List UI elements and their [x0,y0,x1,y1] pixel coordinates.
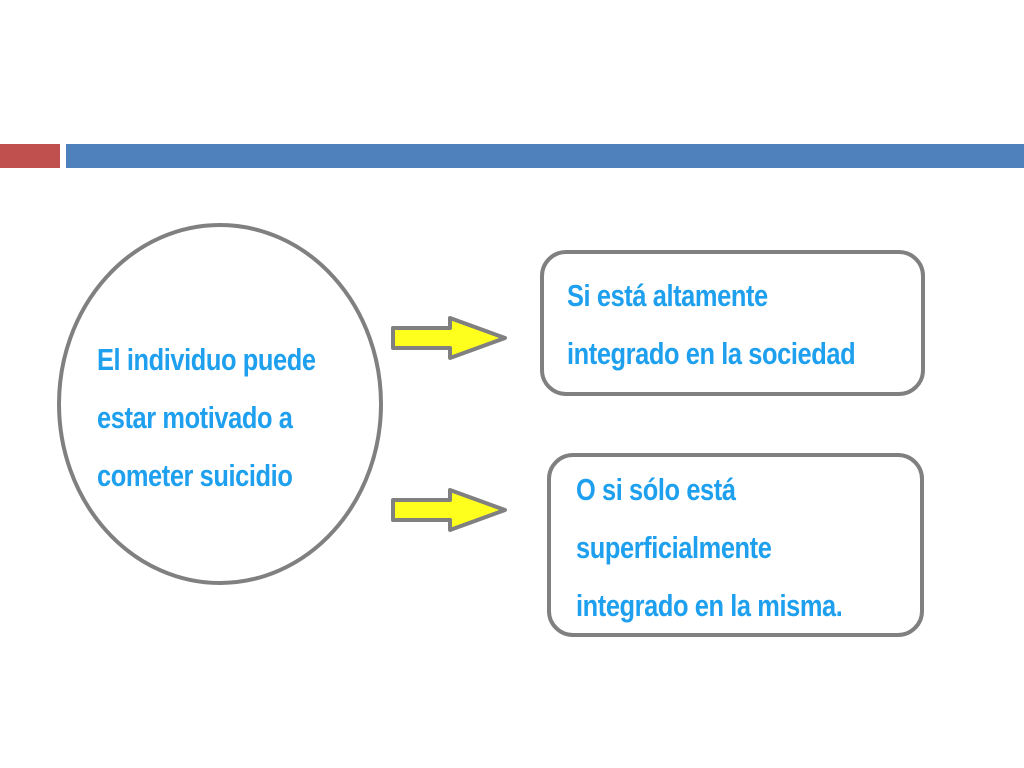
outcome-2-line: superficialmente [576,530,772,565]
source-line: estar motivado a [97,400,293,435]
outcome-1-line: integrado en la sociedad [567,336,856,371]
outcome-1-line: Si está altamente [567,278,768,313]
outcome-2-text: O si sólo está superficialmente integrad… [576,461,843,635]
source-line: cometer suicidio [97,458,293,493]
source-circle [57,223,383,585]
source-line: El individuo puede [97,342,316,377]
source-text: El individuo puede estar motivado a come… [97,331,316,505]
arrow-to-outcome-1 [391,316,507,360]
arrow-to-outcome-2 [391,488,507,532]
outcome-box-2 [547,453,924,637]
outcome-1-text: Si está altamente integrado en la socied… [567,267,856,383]
outcome-2-line: integrado en la misma. [576,588,843,623]
header-accent-red [0,144,60,168]
outcome-box-1 [540,250,925,396]
outcome-2-line: O si sólo está [576,472,736,507]
header-accent-blue [66,144,1024,168]
